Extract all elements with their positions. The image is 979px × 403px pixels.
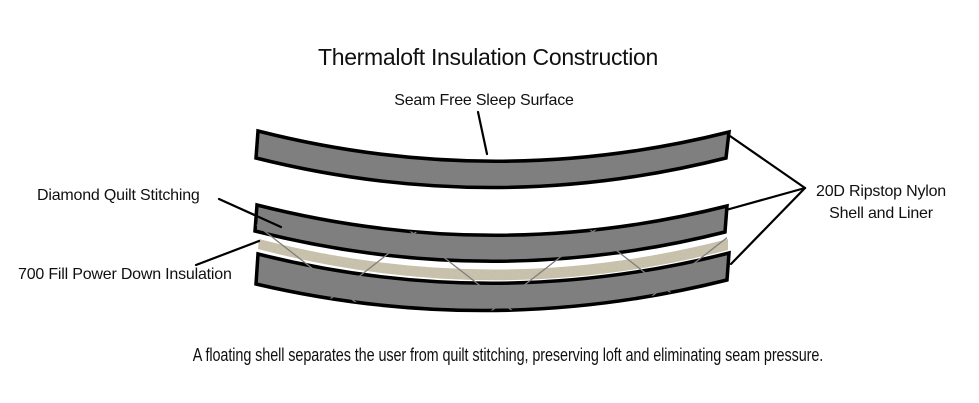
label-seam-free-sleep-surface: Seam Free Sleep Surface xyxy=(394,92,574,109)
middle-shell-band xyxy=(253,202,729,263)
label-700-fill-power-down: 700 Fill Power Down Insulation xyxy=(18,266,232,283)
leader-shell-top xyxy=(728,134,807,190)
label-ripstop-line2: Shell and Liner xyxy=(829,205,933,222)
leader-shell-middle xyxy=(724,186,807,212)
diagram-title: Thermaloft Insulation Construction xyxy=(317,44,659,70)
top-shell-band xyxy=(254,128,732,190)
leader-shell-bottom xyxy=(729,186,807,266)
footer-caption: A floating shell separates the user from… xyxy=(23,345,979,366)
label-diamond-quilt-stitching: Diamond Quilt Stitching xyxy=(37,187,200,204)
leader-quilt-stitching xyxy=(217,197,283,229)
bottom-shell-band xyxy=(254,250,731,313)
stitch-line xyxy=(699,205,727,304)
footer-caption-text: A floating shell separates the user from… xyxy=(192,345,824,365)
label-ripstop-line1: 20D Ripstop Nylon xyxy=(816,183,946,200)
leader-down-insulation xyxy=(194,239,261,267)
down-insulation-texture xyxy=(258,239,728,281)
leader-sleep-surface xyxy=(476,110,489,156)
label-ripstop-shell-liner: 20D Ripstop Nylon Shell and Liner xyxy=(816,181,946,225)
